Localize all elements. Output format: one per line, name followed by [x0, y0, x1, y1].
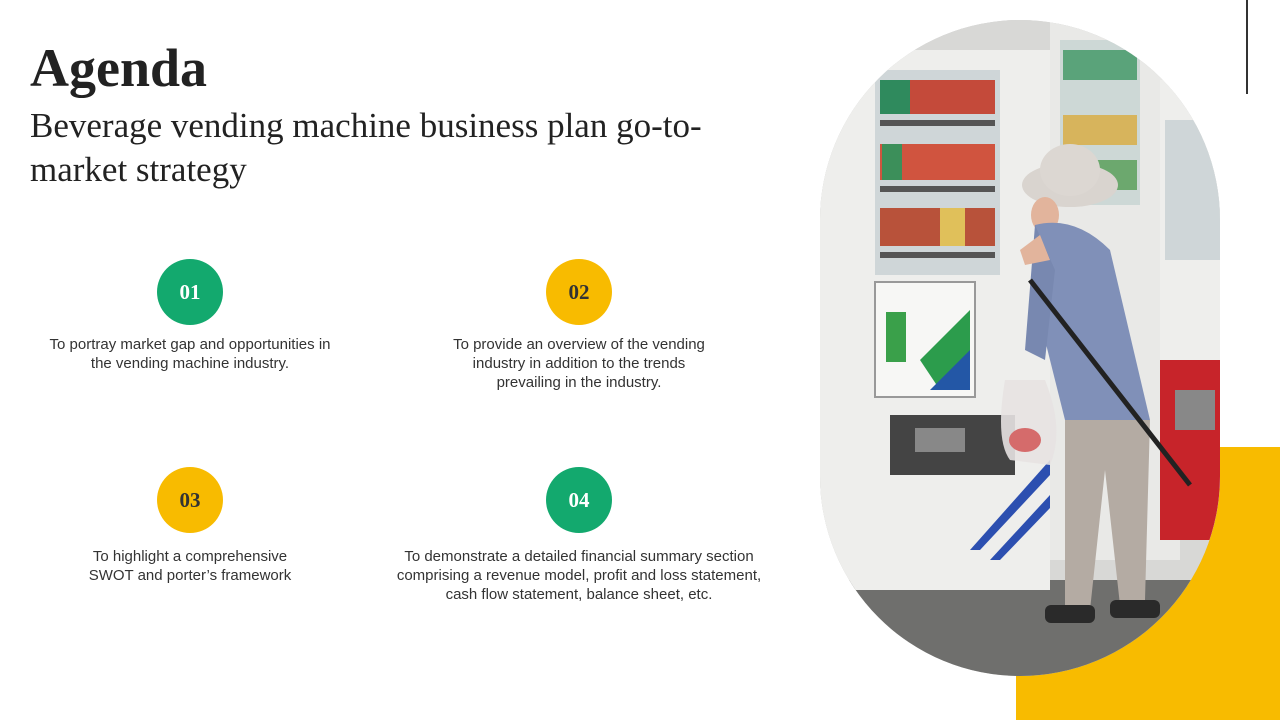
agenda-item-02: 02 To provide an overview of the vending…	[389, 259, 769, 392]
agenda-number-badge: 04	[546, 467, 612, 533]
agenda-description: To portray market gap and opportunities …	[49, 336, 331, 372]
agenda-item-03: 03 To highlight a comprehensive SWOT and…	[0, 467, 380, 585]
agenda-description: To highlight a comprehensive SWOT and po…	[88, 548, 292, 584]
agenda-description: To provide an overview of the vending in…	[453, 336, 705, 391]
agenda-number-badge: 02	[546, 259, 612, 325]
page-subtitle: Beverage vending machine business plan g…	[30, 106, 702, 189]
agenda-item-04: 04 To demonstrate a detailed financial s…	[389, 467, 769, 604]
agenda-item-01: 01 To portray market gap and opportuniti…	[0, 259, 380, 373]
agenda-number-badge: 03	[157, 467, 223, 533]
agenda-number-badge: 01	[157, 259, 223, 325]
vending-machine-photo	[820, 20, 1220, 676]
agenda-description: To demonstrate a detailed financial summ…	[396, 548, 762, 603]
page-title: Agenda	[30, 38, 208, 98]
decorative-vertical-line	[1246, 0, 1248, 94]
